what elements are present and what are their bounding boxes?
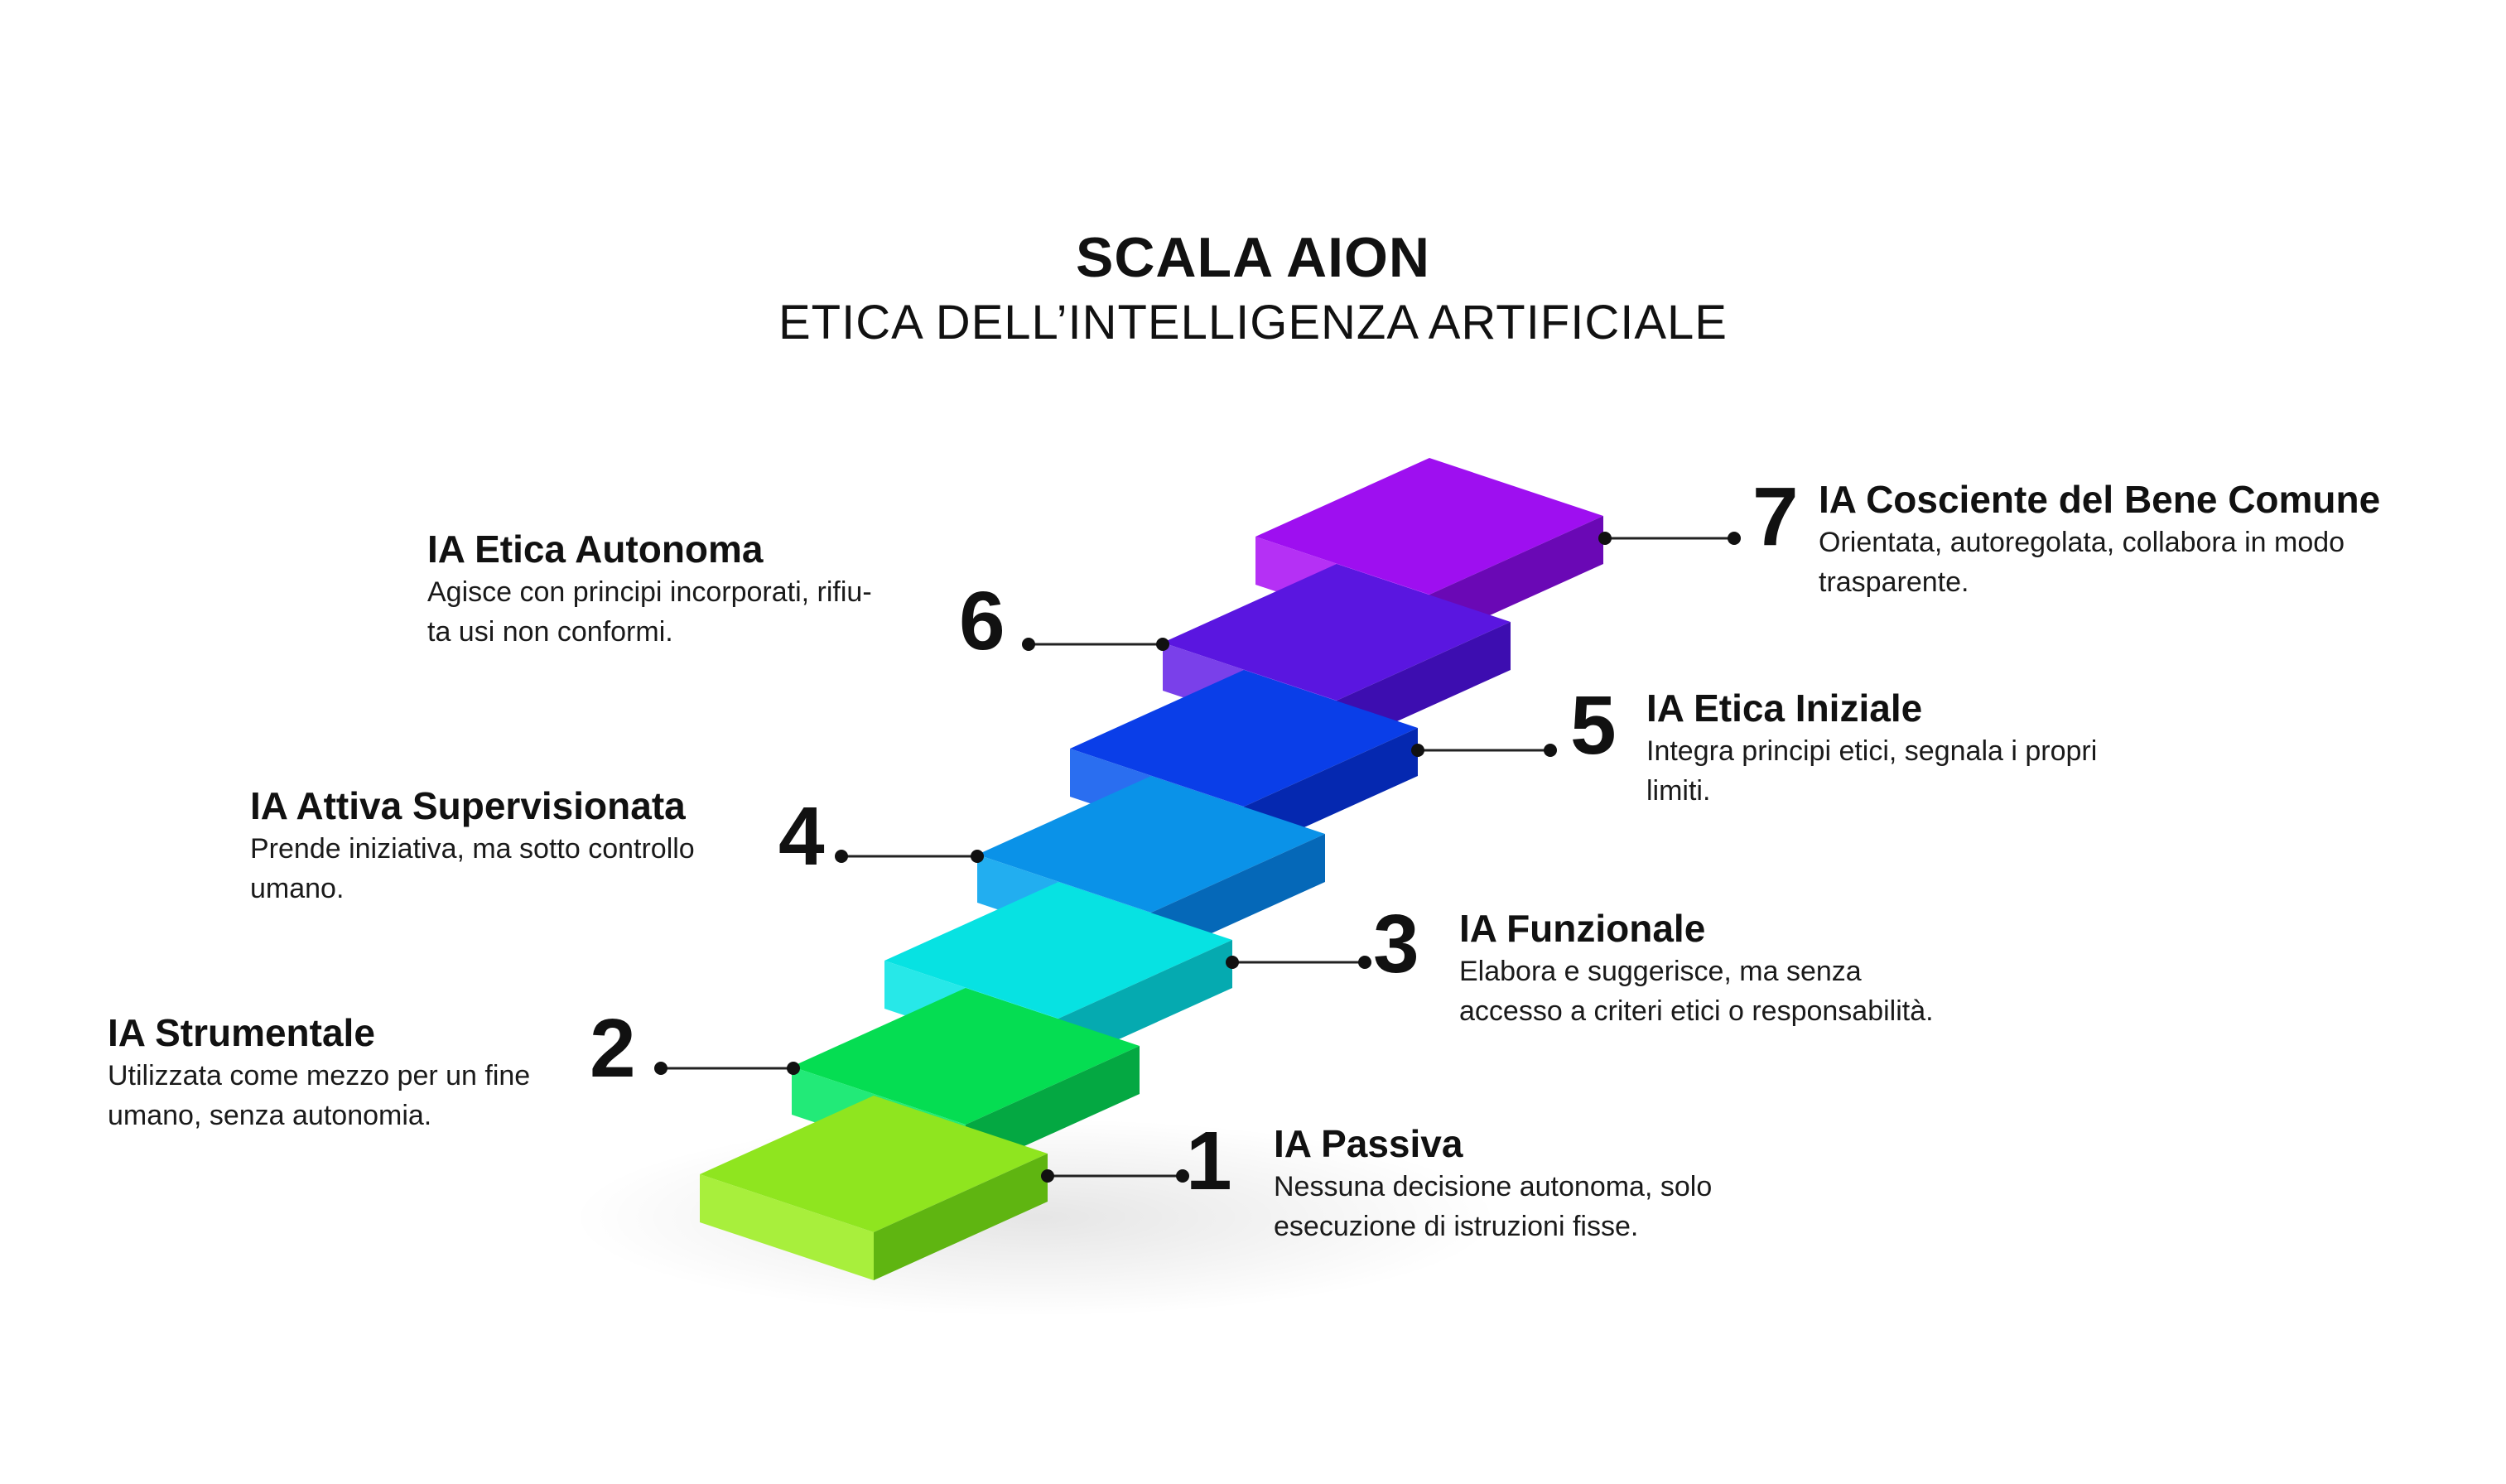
level-1-label: IA Passiva Nessuna decisione autonoma, s…: [1274, 1121, 1712, 1246]
step-2-top: [792, 988, 1140, 1125]
steps-group: [700, 458, 1603, 1280]
level-2-number: 2: [590, 1002, 636, 1095]
main-title: SCALA AION: [1075, 226, 1431, 289]
connector-dot-6-start: [1022, 638, 1035, 651]
level-2-desc-line-2: umano, senza autonomia.: [108, 1100, 432, 1131]
step-5-top: [1070, 670, 1418, 807]
connectors-group: [654, 532, 1741, 1183]
connector-dot-1-end: [1176, 1169, 1189, 1183]
level-2-label: IA Strumentale Utilizzata come mezzo per…: [108, 1010, 530, 1135]
step-1-top: [700, 1096, 1048, 1232]
level-4-label: IA Attiva Supervisionata Prende iniziati…: [250, 783, 695, 908]
level-2-title: IA Strumentale: [108, 1011, 375, 1054]
step-4-top: [977, 776, 1325, 913]
level-3-number: 3: [1373, 898, 1419, 990]
level-7-label: IA Cosciente del Bene Comune Orientata, …: [1819, 477, 2380, 601]
level-7-title: IA Cosciente del Bene Comune: [1819, 478, 2381, 521]
step-1-right-face: [874, 1154, 1048, 1280]
level-3-title: IA Funzionale: [1459, 907, 1706, 950]
level-1-number: 1: [1186, 1115, 1232, 1207]
step-1-left-face: [700, 1174, 874, 1280]
level-3-desc-line-2: accesso a criteri etici o responsabilità…: [1459, 995, 1934, 1027]
connector-dot-2-end: [787, 1062, 800, 1075]
level-1-desc-line-2: esecuzione di istruzioni fisse.: [1274, 1211, 1639, 1242]
subtitle: ETICA DELL’INTELLIGENZA ARTIFICIALE: [778, 296, 1728, 349]
level-6-label: IA Etica Autonoma Agisce con principi in…: [427, 527, 872, 651]
level-6-desc-line-2: ta usi non conformi.: [427, 616, 673, 648]
connector-dot-2-start: [654, 1062, 667, 1075]
connector-dot-5-start: [1411, 744, 1424, 757]
connector-dot-7-end: [1728, 532, 1741, 545]
level-5-desc-line-2: limiti.: [1646, 775, 1711, 807]
step-7-top: [1255, 458, 1603, 595]
step-3-top: [884, 882, 1232, 1019]
connector-dot-6-end: [1156, 638, 1169, 651]
connector-dot-4-end: [971, 850, 984, 863]
step-1: [700, 1096, 1048, 1280]
connector-dot-1-start: [1041, 1169, 1054, 1183]
level-1-desc-line-1: Nessuna decisione autonoma, solo: [1274, 1171, 1713, 1202]
level-4-title: IA Attiva Supervisionata: [250, 784, 686, 827]
level-5-title: IA Etica Iniziale: [1646, 687, 1923, 730]
level-2-desc-line-1: Utilizzata come mezzo per un fine: [108, 1060, 531, 1091]
level-7-desc-line-2: trasparente.: [1819, 566, 1969, 598]
connector-dot-7-start: [1598, 532, 1612, 545]
level-6-title: IA Etica Autonoma: [427, 528, 764, 571]
level-1-title: IA Passiva: [1274, 1122, 1463, 1165]
level-3-label: IA Funzionale Elabora e suggerisce, ma s…: [1459, 906, 1934, 1030]
connector-dot-5-end: [1544, 744, 1557, 757]
connector-dot-3-start: [1226, 956, 1239, 969]
connector-dot-3-end: [1358, 956, 1371, 969]
level-5-desc-line-1: Integra principi etici, segnala i propri: [1646, 735, 2098, 767]
step-6-top: [1163, 564, 1511, 701]
level-4-desc-line-1: Prende iniziativa, ma sotto controllo: [250, 833, 695, 865]
level-7-desc-line-1: Orientata, autoregolata, collabora in mo…: [1819, 527, 2345, 558]
level-7-number: 7: [1752, 470, 1799, 563]
level-5-label: IA Etica Iniziale Integra principi etici…: [1646, 686, 2097, 810]
level-3-desc-line-1: Elabora e suggerisce, ma senza: [1459, 956, 1862, 987]
level-6-desc-line-1: Agisce con principi incorporati, rifiu-: [427, 576, 872, 608]
level-4-number: 4: [778, 790, 825, 883]
level-5-number: 5: [1570, 679, 1617, 772]
connector-dot-4-start: [835, 850, 848, 863]
level-4-desc-line-2: umano.: [250, 873, 345, 904]
level-6-number: 6: [959, 575, 1005, 667]
